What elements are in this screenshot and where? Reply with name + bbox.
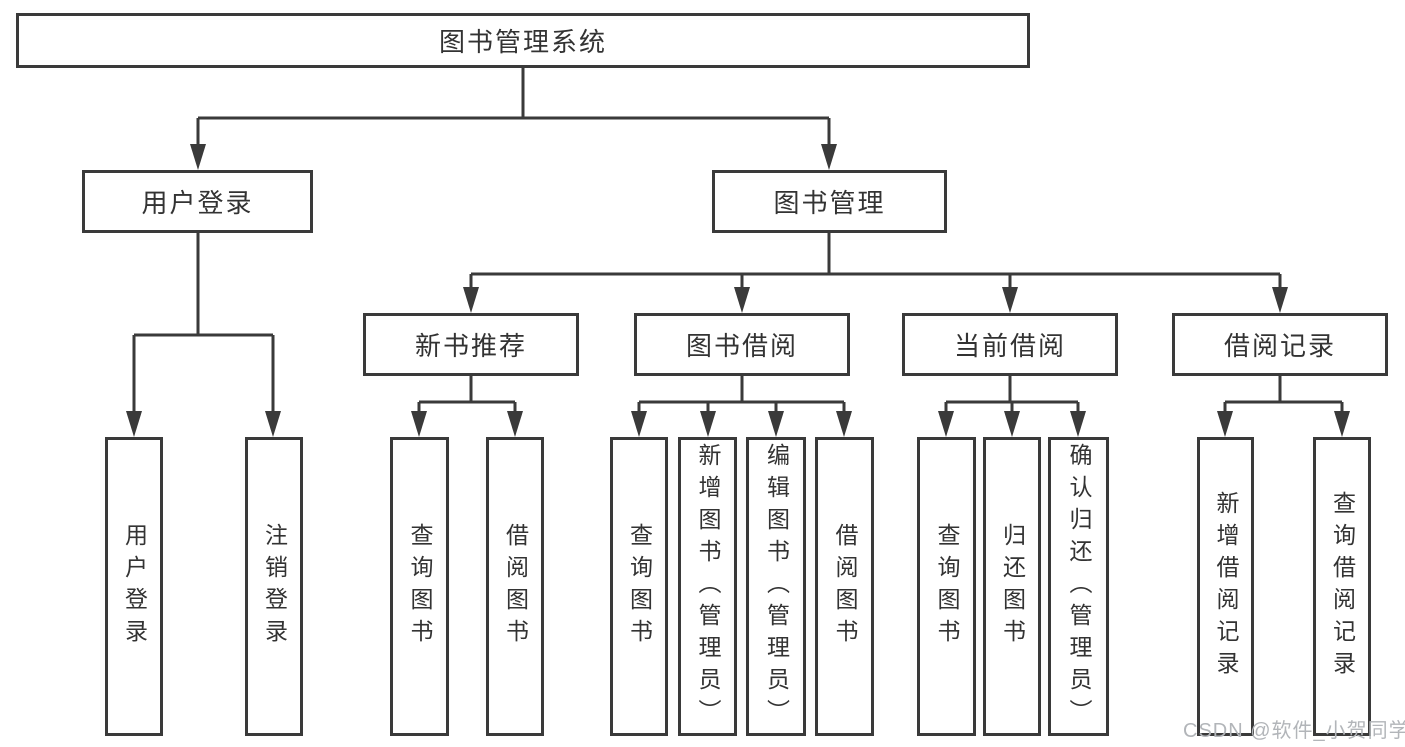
node-borrow-records: 借阅记录 [1172, 313, 1388, 376]
node-cb-confirm-return: 确认归还（管理员） [1048, 437, 1109, 736]
node-logout-action: 注销登录 [245, 437, 303, 736]
node-current-borrow: 当前借阅 [902, 313, 1118, 376]
node-label: 查询借阅记录 [1329, 490, 1356, 683]
connector-new-book-rec [417, 376, 517, 413]
node-book-mgmt: 图书管理 [712, 170, 947, 233]
node-root: 图书管理系统 [16, 13, 1030, 68]
arrowheads [126, 144, 1350, 437]
node-label: 查询图书 [407, 522, 433, 651]
node-cb-query-books: 查询图书 [917, 437, 976, 736]
node-label: 查询图书 [934, 522, 960, 651]
node-new-book-rec: 新书推荐 [363, 313, 579, 376]
node-label: 借阅图书 [502, 522, 529, 651]
node-label: 确认归还（管理员） [1066, 442, 1092, 731]
node-bb-edit-books: 编辑图书（管理员） [746, 437, 806, 736]
node-user-login: 用户登录 [82, 170, 313, 233]
node-label: 新增借阅记录 [1213, 490, 1239, 683]
connector-user-login [132, 233, 275, 413]
node-label: 新增图书（管理员） [695, 442, 721, 731]
connector-book-borrow [637, 376, 846, 413]
connector-borrow-records [1223, 376, 1344, 413]
node-label: 编辑图书（管理员） [763, 442, 790, 731]
connector-current-borrow [944, 376, 1080, 413]
node-label: 借阅图书 [832, 522, 858, 651]
connector-root [196, 68, 831, 146]
node-nbr-query-books: 查询图书 [390, 437, 449, 736]
node-label: 归还图书 [999, 522, 1026, 651]
node-cb-return-books: 归还图书 [983, 437, 1041, 736]
csdn-watermark: CSDN @软件_小贺同学 [1183, 720, 1405, 742]
node-br-add-record: 新增借阅记录 [1197, 437, 1254, 736]
node-br-query-record: 查询借阅记录 [1313, 437, 1371, 736]
node-nbr-borrow-books: 借阅图书 [486, 437, 544, 736]
node-bb-borrow-books: 借阅图书 [815, 437, 874, 736]
node-label: 用户登录 [121, 522, 148, 651]
node-label: 注销登录 [261, 522, 288, 651]
node-bb-add-books: 新增图书（管理员） [678, 437, 737, 736]
node-user-login-action: 用户登录 [105, 437, 163, 736]
node-bb-query-books: 查询图书 [610, 437, 668, 736]
connector-book-mgmt [469, 233, 1282, 289]
node-label: 查询图书 [626, 522, 653, 651]
node-book-borrow: 图书借阅 [634, 313, 850, 376]
